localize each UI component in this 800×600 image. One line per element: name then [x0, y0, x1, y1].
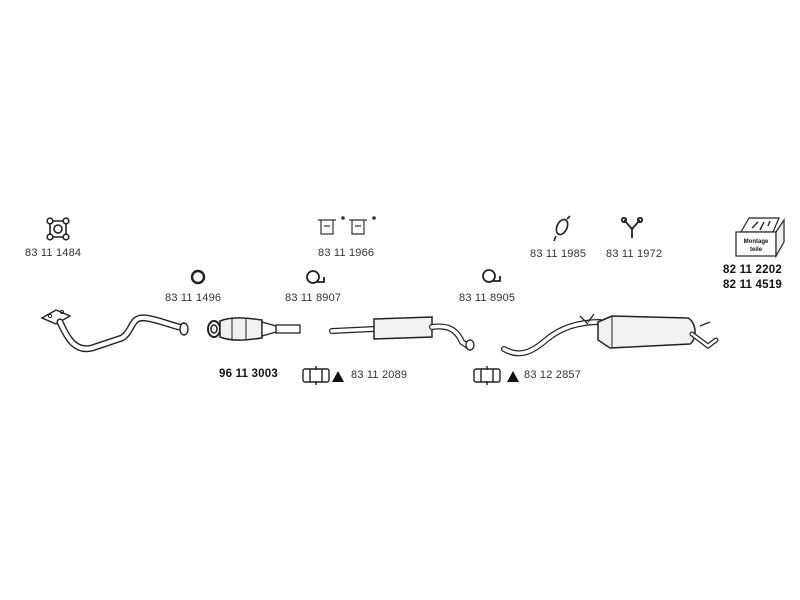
part-label-kit-1: 82 11 2202	[723, 264, 782, 276]
bracket-pair-icon	[318, 216, 376, 235]
part-label-bracket-pair: 83 11 1966	[318, 247, 375, 259]
square-gasket-icon	[46, 217, 70, 241]
part-label-gasket-square: 83 11 1484	[25, 247, 82, 259]
rear-muffler	[501, 313, 719, 357]
rubber-hanger-icon	[553, 215, 571, 242]
part-label-sleeve-rear: 83 12 2857	[524, 369, 582, 381]
front-pipe	[40, 309, 189, 353]
clamp-front-icon	[306, 270, 325, 284]
sleeve-rear-icon	[473, 366, 501, 385]
y-hanger-icon	[620, 216, 644, 238]
kit-box-text-1: Montage	[744, 239, 769, 245]
part-label-sleeve-front: 83 11 2089	[351, 369, 408, 381]
kit-box-text-2: teile	[750, 247, 763, 253]
part-label-ring-gasket: 83 11 1496	[165, 292, 222, 304]
part-label-clamp-rear: 83 11 8905	[459, 292, 516, 304]
mounting-kit-icon	[735, 217, 785, 259]
part-label-clamp-front: 83 11 8907	[285, 292, 342, 304]
part-label-catalyst: 96 11 3003	[219, 368, 278, 380]
middle-silencer	[329, 316, 475, 351]
catalytic-converter	[207, 317, 301, 341]
part-label-kit-2: 82 11 4519	[723, 279, 782, 291]
ring-gasket-icon	[190, 269, 206, 285]
part-label-hanger-y: 83 11 1972	[606, 248, 663, 260]
triangle-icon	[507, 371, 519, 382]
clamp-rear-icon	[482, 269, 501, 283]
triangle-icon	[332, 371, 344, 382]
part-label-hanger-loop: 83 11 1985	[530, 248, 587, 260]
sleeve-front-icon	[302, 366, 330, 385]
